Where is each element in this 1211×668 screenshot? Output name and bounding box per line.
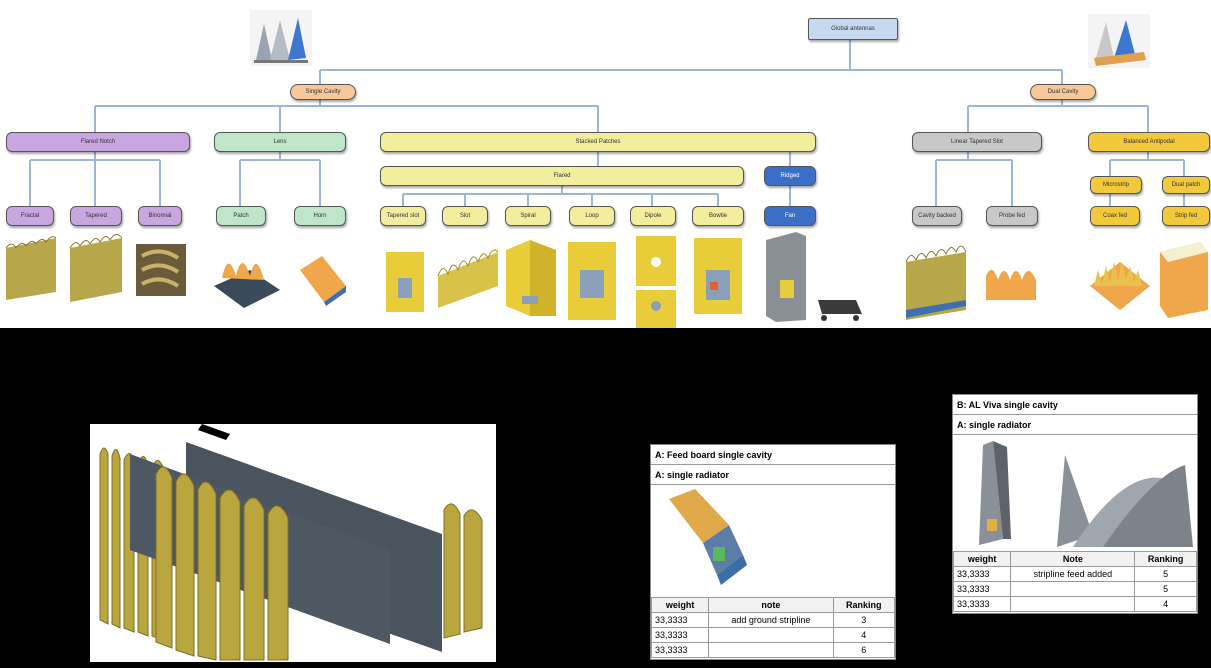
tree-node-strip-fed[interactable]: Strip fed — [1162, 206, 1210, 226]
note-cell: stripline feed added — [1010, 566, 1136, 582]
tree-node-single-cavity[interactable]: Single Cavity — [290, 84, 356, 100]
tree-node-root[interactable]: Global antennas — [808, 18, 898, 40]
tree-node-loop[interactable]: Loop — [569, 206, 615, 226]
card-b-render — [953, 435, 1197, 551]
tree-node-lens[interactable]: Lens — [214, 132, 346, 152]
ranking-cell: 6 — [832, 642, 896, 658]
tree-node-linear-tapered-slot[interactable]: Linear Tapered Slot — [912, 132, 1042, 152]
column-header-note: note — [708, 597, 834, 613]
table-header-row: weight note Ranking — [650, 597, 896, 613]
note-cell — [708, 642, 834, 658]
antenna-array-image — [99, 424, 483, 661]
tree-node-fractal[interactable]: Fractal — [6, 206, 54, 226]
tree-node-gold-sub-2[interactable]: Dual patch — [1162, 176, 1210, 194]
tree-node-flared-notch[interactable]: Flared Notch — [6, 132, 190, 152]
dual-antenna-thumbnail-right — [1088, 14, 1150, 68]
card-a-subtitle: A: single radiator — [651, 465, 895, 485]
render-patch — [214, 263, 280, 308]
table-row[interactable]: 33,3333 5 — [952, 581, 1197, 597]
tree-node-dual-cavity[interactable]: Dual Cavity — [1030, 84, 1096, 100]
render-binomial — [136, 244, 186, 296]
dual-antenna-thumbnail-left — [250, 10, 312, 66]
weight-cell: 33,3333 — [650, 612, 710, 628]
tree-node-binomial[interactable]: Binomial — [138, 206, 182, 226]
tree-node-balanced-antipodal[interactable]: Balanced Antipodal — [1088, 132, 1210, 152]
antenna-render-image — [1088, 14, 1150, 68]
render-fan — [766, 232, 862, 322]
ranking-cell: 4 — [1134, 596, 1197, 612]
render-coax-fed — [1090, 262, 1150, 310]
tree-node-tapered-slot[interactable]: Tapered slot — [380, 206, 426, 226]
render-spiral — [506, 240, 556, 316]
table-row[interactable]: 33,3333 4 — [650, 627, 896, 643]
table-header-row: weight Note Ranking — [952, 551, 1197, 567]
card-b-title: B: AL Viva single cavity — [953, 395, 1197, 415]
tree-node-slot[interactable]: Slot — [442, 206, 488, 226]
render-loop — [568, 242, 616, 320]
tree-node-ridged[interactable]: Ridged — [764, 166, 816, 186]
weight-cell: 33,3333 — [650, 642, 710, 658]
tree-connectors — [29, 40, 1185, 206]
ranking-cell: 4 — [832, 627, 896, 643]
card-a-render — [651, 485, 895, 597]
table-row[interactable]: 33,3333 4 — [952, 596, 1197, 612]
weight-cell: 33,3333 — [952, 596, 1012, 612]
tree-node-patch[interactable]: Patch — [216, 206, 266, 226]
tree-node-stacked-patches[interactable]: Stacked Patches — [380, 132, 816, 152]
ranking-cell: 5 — [1134, 566, 1197, 582]
design-evaluation-panel: A: Feed board single cavity A: single ra… — [0, 328, 1211, 668]
tree-node-gold-sub-1[interactable]: Microstrip — [1090, 176, 1142, 194]
column-header-ranking: Ranking — [832, 597, 896, 613]
column-header-weight: weight — [650, 597, 710, 613]
pointer-arrows — [42, 328, 894, 344]
tree-node-bowtie[interactable]: Bowtie — [692, 206, 744, 226]
weight-cell: 33,3333 — [952, 581, 1012, 597]
render-dipole — [636, 236, 676, 328]
card-a-antenna-image — [669, 489, 747, 585]
column-header-ranking: Ranking — [1134, 551, 1197, 567]
render-tapered-slot — [386, 252, 424, 312]
render-probe-fed — [986, 269, 1036, 300]
render-strip-fed — [1160, 242, 1208, 318]
table-row[interactable]: 33,3333 stripline feed added 5 — [952, 566, 1197, 582]
antenna-array-render — [90, 424, 496, 662]
tree-node-fan[interactable]: Fan — [764, 206, 816, 226]
table-row[interactable]: 33,3333 6 — [650, 642, 896, 658]
card-b-subtitle: A: single radiator — [953, 415, 1197, 435]
note-cell — [708, 627, 834, 643]
tree-node-dipole[interactable]: Dipole — [630, 206, 676, 226]
note-cell: add ground stripline — [708, 612, 834, 628]
weight-cell: 33,3333 — [952, 566, 1012, 582]
render-cavity-backed — [905, 245, 967, 320]
card-a-title: A: Feed board single cavity — [651, 445, 895, 465]
tree-node-probe-fed[interactable]: Probe fed — [986, 206, 1038, 226]
render-tapered — [69, 234, 123, 302]
render-fractal — [5, 236, 57, 300]
column-header-weight: weight — [952, 551, 1012, 567]
taxonomy-tree-panel: Global antennas Single Cavity Dual Cavit… — [0, 0, 1211, 328]
tree-node-coax-fed[interactable]: Coax fed — [1090, 206, 1140, 226]
column-header-note: Note — [1010, 551, 1136, 567]
note-cell — [1010, 581, 1136, 597]
render-horn — [300, 256, 346, 306]
tree-node-horn[interactable]: Horn — [294, 206, 346, 226]
tree-node-tapered[interactable]: Tapered — [70, 206, 122, 226]
card-b-antenna-image — [979, 441, 1193, 547]
tree-node-spiral[interactable]: Spiral — [505, 206, 551, 226]
antenna-render-strip — [5, 232, 1208, 328]
tree-node-flared[interactable]: Flared — [380, 166, 744, 186]
ranking-cell: 3 — [832, 612, 896, 628]
render-bowtie — [694, 238, 742, 314]
note-cell — [1010, 596, 1136, 612]
tree-node-cavity-backed[interactable]: Cavity backed — [912, 206, 962, 226]
render-slot — [437, 249, 499, 308]
card-a-table: weight note Ranking 33,3333 add ground s… — [650, 597, 896, 658]
antenna-render-image — [250, 10, 312, 66]
ranking-cell: 5 — [1134, 581, 1197, 597]
table-row[interactable]: 33,3333 add ground stripline 3 — [650, 612, 896, 628]
weight-cell: 33,3333 — [650, 627, 710, 643]
design-card-b: B: AL Viva single cavity A: single radia… — [952, 394, 1198, 614]
card-b-table: weight Note Ranking 33,3333 stripline fe… — [952, 551, 1197, 612]
design-card-a: A: Feed board single cavity A: single ra… — [650, 444, 896, 660]
